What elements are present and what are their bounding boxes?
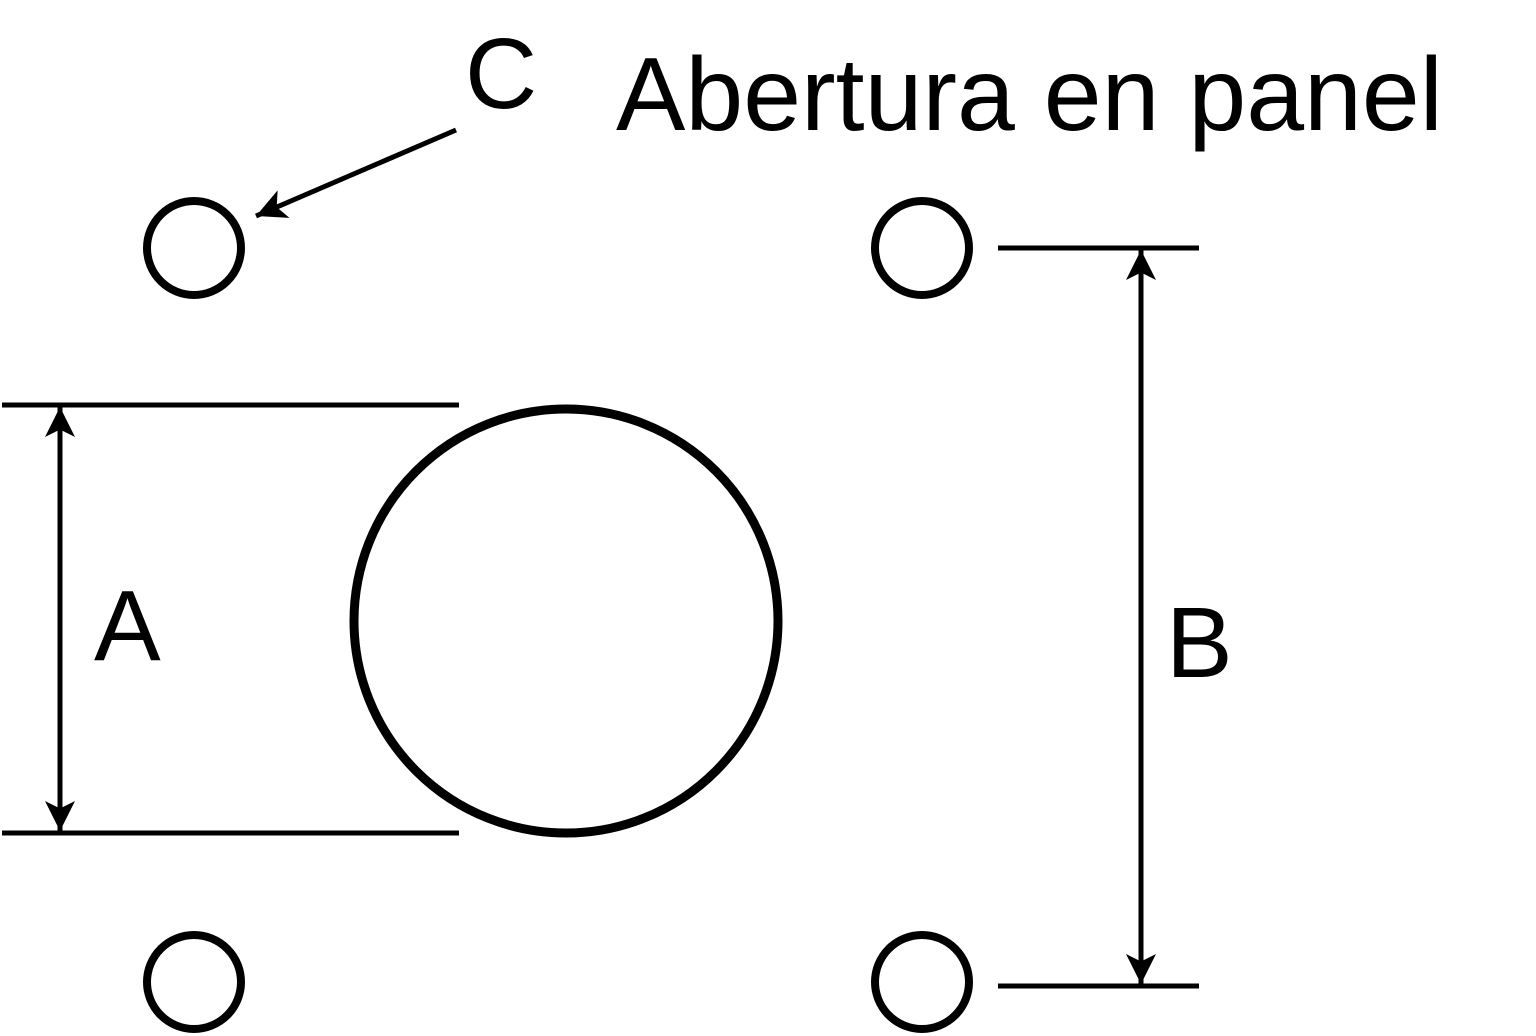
mounting-hole-bottom-right — [871, 931, 973, 1033]
mounting-hole-bottom-left — [143, 931, 245, 1033]
label-a: A — [94, 570, 161, 682]
mounting-hole-top-right — [871, 197, 973, 299]
label-b: B — [1166, 587, 1233, 699]
mounting-hole-top-left — [143, 197, 245, 299]
diagram-title: Abertura en panel — [616, 37, 1443, 153]
central-cutout-circle — [349, 404, 783, 838]
label-c: C — [465, 18, 537, 130]
pointer-arrow-c — [255, 127, 457, 219]
